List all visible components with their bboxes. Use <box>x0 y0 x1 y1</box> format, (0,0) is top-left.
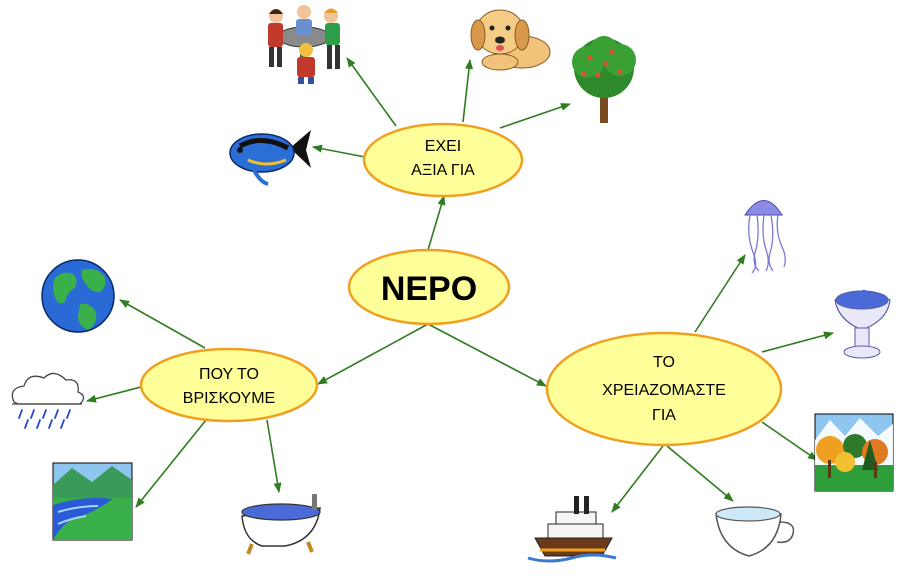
node-where[interactable]: ΠΟΥ ΤΟ ΒΡΙΣΚΟΥΜΕ <box>139 347 319 423</box>
arrow-where-to-globe <box>119 299 206 349</box>
node-value[interactable]: ΕΧΕΙ ΑΞΙΑ ΓΙΑ <box>362 122 524 198</box>
steamboat-icon <box>527 496 617 563</box>
people-icon <box>268 5 340 84</box>
value-label-line1: ΕΧΕΙ <box>425 138 461 155</box>
cup-icon <box>715 506 795 557</box>
arrow-value-to-tree <box>499 103 571 129</box>
fountain-icon <box>834 289 891 359</box>
arrow-where-to-rain <box>86 386 142 403</box>
globe-icon <box>41 259 115 333</box>
arrow-where-to-bath <box>266 419 282 493</box>
rain-cloud-icon <box>11 372 85 429</box>
river-icon <box>52 462 133 541</box>
dog-icon <box>470 9 551 71</box>
arrow-value-to-dog <box>462 59 473 123</box>
center-label: ΝΕΡΟ <box>381 270 477 308</box>
where-label-line2: ΒΡΙΣΚΟΥΜΕ <box>183 390 275 407</box>
arrow-need-to-jellyfish <box>694 254 746 333</box>
arrow-need-to-fountain <box>761 331 834 353</box>
node-center[interactable]: ΝΕΡΟ <box>347 248 511 326</box>
tree-icon <box>572 36 636 123</box>
arrow-center-to-need <box>427 323 547 387</box>
need-label-line1: ΤΟ <box>653 354 675 371</box>
arrow-center-to-where <box>317 323 429 385</box>
arrow-where-to-river <box>135 419 207 508</box>
forest-icon <box>814 413 894 492</box>
arrow-value-to-fish <box>312 144 366 158</box>
arrow-value-to-people <box>346 57 397 127</box>
connector-arrows <box>86 57 834 513</box>
node-need[interactable]: ΤΟ ΧΡΕΙΑΖΟΜΑΣΤΕ ΓΙΑ <box>545 331 783 447</box>
arrow-need-to-ship <box>611 445 664 513</box>
need-label-line3: ΓΙΑ <box>652 407 676 424</box>
fish-icon <box>229 130 311 186</box>
jellyfish-icon <box>744 200 786 274</box>
need-label-line2: ΧΡΕΙΑΖΟΜΑΣΤΕ <box>602 382 726 399</box>
arrow-need-to-cup <box>666 445 734 502</box>
value-label-line2: ΑΞΙΑ ΓΙΑ <box>411 162 475 179</box>
arrow-need-to-forest <box>761 421 818 461</box>
arrow-center-to-value <box>427 195 446 251</box>
bathtub-icon <box>241 494 321 555</box>
where-label-line1: ΠΟΥ ΤΟ <box>199 366 259 383</box>
